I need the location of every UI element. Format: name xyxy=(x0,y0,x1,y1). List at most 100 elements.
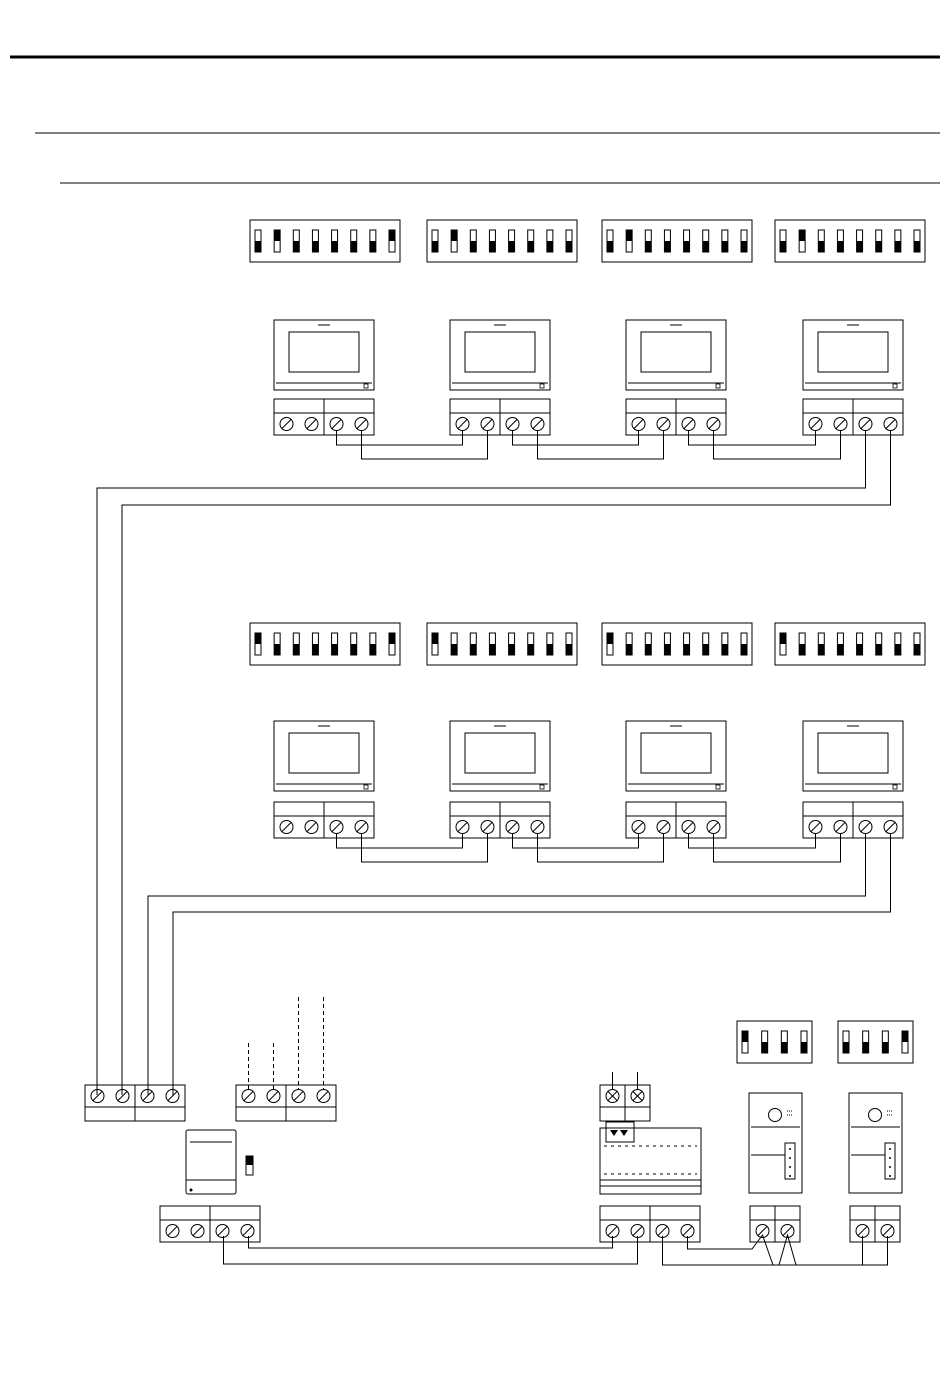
bus-wire-a xyxy=(513,431,639,445)
monitor-terminals-floor1-1 xyxy=(274,399,374,435)
distributor-terminals xyxy=(85,1085,185,1121)
dip-toggle-off xyxy=(293,644,299,655)
monitor-floor1-2 xyxy=(450,320,550,390)
dip-toggle-off xyxy=(684,241,690,252)
dip-toggle-on xyxy=(432,633,438,644)
dip-toggle-off xyxy=(370,644,376,655)
dip-toggle-off xyxy=(664,644,670,655)
dip-switch-floor1-1 xyxy=(250,220,400,262)
door-panel-1 xyxy=(749,1093,802,1193)
dip-toggle-off xyxy=(528,644,534,655)
dip-toggle-off xyxy=(818,241,824,252)
dip-toggle-off xyxy=(895,241,901,252)
dip-toggle-on xyxy=(626,230,632,241)
dip-switch-frame xyxy=(427,623,577,665)
monitor-floor2-4 xyxy=(803,721,903,791)
monitor-terminals-floor1-4 xyxy=(803,399,903,435)
dip-toggle-off xyxy=(312,644,318,655)
dip-toggle-on xyxy=(389,230,395,241)
dip-switch-floor2-3 xyxy=(602,623,752,665)
module-terminals xyxy=(160,1206,260,1242)
dip-toggle-off xyxy=(801,1042,807,1053)
dip-switch-floor1-4 xyxy=(775,220,925,262)
dip-toggle-off xyxy=(799,644,805,655)
dip-switch-floor2-1 xyxy=(250,623,400,665)
dip-switch-frame xyxy=(427,220,577,262)
bus-wire-distributor-b xyxy=(224,1236,638,1264)
module-switch-knob xyxy=(246,1156,253,1165)
call-button xyxy=(889,1166,891,1168)
bus-wire-a xyxy=(513,834,639,848)
power-supply-terminals xyxy=(600,1206,700,1242)
monitor-terminals-floor1-3 xyxy=(626,399,726,435)
call-button xyxy=(789,1157,791,1159)
module-body xyxy=(186,1130,236,1194)
monitor-floor2-1 xyxy=(274,721,374,791)
dip-toggle-off xyxy=(274,644,280,655)
dip-toggle-off xyxy=(470,241,476,252)
dip-toggle-off xyxy=(451,644,457,655)
dip-toggle-off xyxy=(293,241,299,252)
dip-toggle-off xyxy=(645,644,651,655)
dip-toggle-off xyxy=(528,241,534,252)
monitors xyxy=(274,320,903,791)
module-unit xyxy=(186,1130,253,1194)
terminal-blocks xyxy=(85,399,903,1242)
call-button xyxy=(889,1157,891,1159)
dip-toggle-off xyxy=(370,241,376,252)
door-panel-1-terminals xyxy=(750,1206,800,1242)
monitor-led xyxy=(893,384,897,388)
floor2-wiring xyxy=(148,834,891,1095)
dip-toggle-on xyxy=(902,1031,908,1042)
call-button xyxy=(789,1175,791,1177)
monitor-screen xyxy=(465,332,535,372)
monitor-floor1-3 xyxy=(626,320,726,390)
dip-toggle-on xyxy=(780,633,786,644)
distributor-terminals-2 xyxy=(236,1085,336,1121)
dip-toggle-off xyxy=(837,644,843,655)
dip-toggle-off xyxy=(741,241,747,252)
dip-toggle-off xyxy=(489,644,495,655)
dip-toggle-off xyxy=(843,1042,849,1053)
dip-toggle-off xyxy=(781,1042,787,1053)
dip-switch-panel-2 xyxy=(838,1021,913,1063)
monitor-terminals-floor2-1 xyxy=(274,802,374,838)
power-supply-label-box xyxy=(606,1122,634,1142)
riser-wire-a xyxy=(97,431,866,1095)
monitor-led xyxy=(364,384,368,388)
call-button xyxy=(789,1148,791,1150)
dip-toggle-on xyxy=(742,1031,748,1042)
door-panel-2 xyxy=(849,1093,902,1193)
dip-toggle-off xyxy=(741,644,747,655)
monitor-screen xyxy=(641,332,711,372)
monitor-led xyxy=(716,785,720,789)
dip-toggle-on xyxy=(274,230,280,241)
dip-toggle-off xyxy=(684,644,690,655)
monitor-led xyxy=(540,384,544,388)
dip-toggle-off xyxy=(818,644,824,655)
riser-wire-b xyxy=(173,834,891,1095)
monitor-screen xyxy=(641,733,711,773)
dip-switch-panel-1 xyxy=(737,1021,812,1063)
dip-toggle-off xyxy=(780,241,786,252)
dip-switch-floor1-2 xyxy=(427,220,577,262)
dip-toggle-off xyxy=(332,644,338,655)
monitor-terminals-floor2-3 xyxy=(626,802,726,838)
monitor-led xyxy=(716,384,720,388)
dip-switch-floor1-3 xyxy=(602,220,752,262)
dip-toggle-off xyxy=(566,644,572,655)
dip-toggle-off xyxy=(703,241,709,252)
dip-toggle-off xyxy=(876,644,882,655)
dip-toggle-on xyxy=(451,230,457,241)
bus-wire-a xyxy=(689,431,816,445)
call-button xyxy=(789,1166,791,1168)
header-rules xyxy=(10,57,940,183)
dip-switch-frame xyxy=(250,623,400,665)
monitor-terminals-floor2-4 xyxy=(803,802,903,838)
monitor-screen xyxy=(465,733,535,773)
dip-switch-frame xyxy=(602,220,752,262)
dip-toggle-off xyxy=(547,644,553,655)
dip-toggle-off xyxy=(882,1042,888,1053)
dip-toggle-off xyxy=(703,644,709,655)
